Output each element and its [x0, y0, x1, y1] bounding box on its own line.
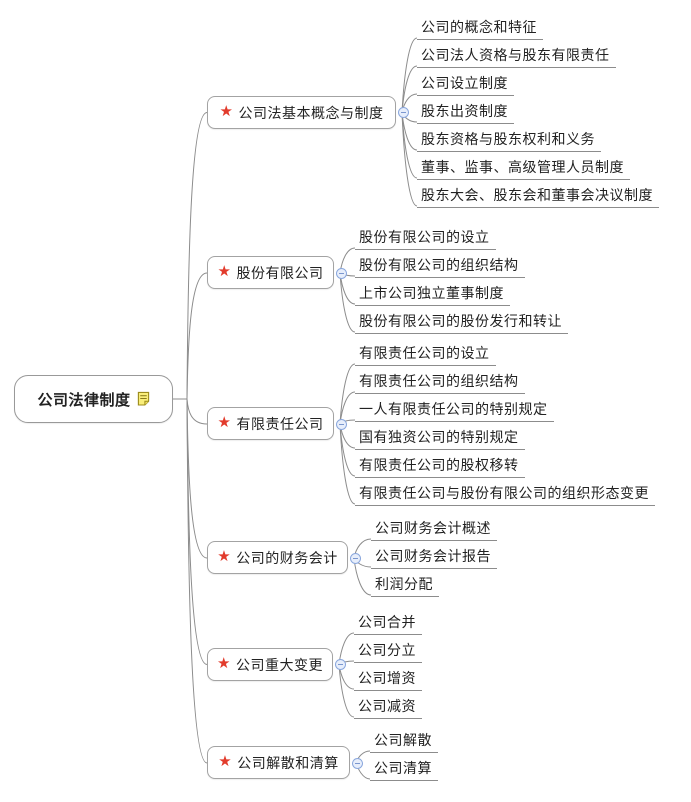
star-icon: ★ — [218, 753, 233, 770]
connector — [401, 112, 418, 207]
leaf-topic[interactable]: 股东资格与股东权利和义务 — [417, 129, 601, 152]
leaf-topic[interactable]: 公司设立制度 — [417, 73, 514, 96]
branch-topic-dissolution-liquidation[interactable]: ★ 公司解散和清算 — [207, 746, 350, 779]
note-icon[interactable] — [137, 391, 150, 410]
branch-topic-financial-accounting[interactable]: ★ 公司的财务会计 — [207, 541, 348, 574]
branch-topic-label: 公司法基本概念与制度 — [238, 104, 384, 121]
connector — [401, 37, 418, 113]
leaf-topic[interactable]: 公司财务会计概述 — [371, 518, 497, 541]
leaf-topic[interactable]: 公司解散 — [370, 730, 438, 753]
branch-topic-major-changes[interactable]: ★ 公司重大变更 — [207, 648, 333, 681]
root-topic[interactable]: 公司法律制度 — [14, 375, 173, 423]
collapse-button[interactable] — [349, 552, 361, 564]
connector — [186, 398, 208, 425]
leaf-topic[interactable]: 一人有限责任公司的特别规定 — [355, 399, 554, 422]
branch-topic-limited-liability-company[interactable]: ★ 有限责任公司 — [207, 407, 334, 440]
connector — [186, 112, 208, 400]
branch-topic-label: 公司的财务会计 — [236, 549, 338, 566]
star-icon: ★ — [217, 263, 232, 280]
connector — [353, 557, 372, 596]
connector — [186, 398, 208, 559]
star-icon: ★ — [217, 414, 232, 431]
leaf-topic[interactable]: 股份有限公司的组织结构 — [355, 255, 525, 278]
connector — [186, 398, 208, 764]
star-icon: ★ — [217, 655, 231, 672]
branch-topic-label: 公司解散和清算 — [237, 754, 339, 771]
branch-topic-joint-stock-company[interactable]: ★ 股份有限公司 — [207, 256, 334, 289]
leaf-topic[interactable]: 有限责任公司的组织结构 — [355, 371, 525, 394]
leaf-topic[interactable]: 董事、监事、高级管理人员制度 — [417, 157, 630, 180]
leaf-topic[interactable]: 股份有限公司的股份发行和转让 — [355, 311, 568, 334]
connector — [339, 363, 356, 425]
collapse-button[interactable] — [334, 659, 346, 670]
leaf-topic[interactable]: 有限责任公司与股份有限公司的组织形态变更 — [355, 483, 655, 506]
leaf-topic[interactable]: 有限责任公司的股权移转 — [355, 455, 525, 478]
leaf-topic[interactable]: 公司合并 — [354, 612, 422, 635]
connector — [339, 272, 356, 333]
connector — [186, 272, 208, 400]
leaf-topic[interactable]: 公司财务会计报告 — [371, 546, 497, 569]
branch-topic-company-law-basics[interactable]: ★ 公司法基本概念与制度 — [207, 96, 396, 129]
leaf-topic[interactable]: 国有独资公司的特别规定 — [355, 427, 525, 450]
leaf-topic[interactable]: 公司的概念和特征 — [417, 17, 543, 40]
leaf-topic[interactable]: 上市公司独立董事制度 — [355, 283, 510, 306]
branch-topic-label: 公司重大变更 — [235, 656, 323, 673]
leaf-topic[interactable]: 公司减资 — [354, 696, 422, 719]
leaf-topic[interactable]: 公司增资 — [354, 668, 422, 691]
collapse-button[interactable] — [351, 757, 363, 769]
leaf-topic[interactable]: 公司分立 — [354, 640, 422, 663]
leaf-topic[interactable]: 股东大会、股东会和董事会决议制度 — [417, 185, 659, 208]
leaf-topic[interactable]: 公司法人资格与股东有限责任 — [417, 45, 616, 68]
leaf-topic[interactable]: 利润分配 — [371, 574, 439, 597]
collapse-button[interactable] — [397, 107, 409, 118]
collapse-button[interactable] — [335, 267, 347, 279]
leaf-topic[interactable]: 股东出资制度 — [417, 101, 514, 124]
root-topic-label: 公司法律制度 — [37, 391, 131, 409]
branch-topic-label: 有限责任公司 — [236, 415, 324, 432]
connector — [338, 664, 355, 718]
leaf-topic[interactable]: 股份有限公司的设立 — [355, 227, 496, 250]
collapse-button[interactable] — [335, 418, 347, 430]
leaf-topic[interactable]: 有限责任公司的设立 — [355, 343, 496, 366]
connector — [339, 423, 356, 505]
branch-topic-label: 股份有限公司 — [236, 264, 324, 281]
star-icon: ★ — [219, 103, 234, 120]
star-icon: ★ — [217, 548, 232, 565]
leaf-topic[interactable]: 公司清算 — [370, 758, 438, 781]
